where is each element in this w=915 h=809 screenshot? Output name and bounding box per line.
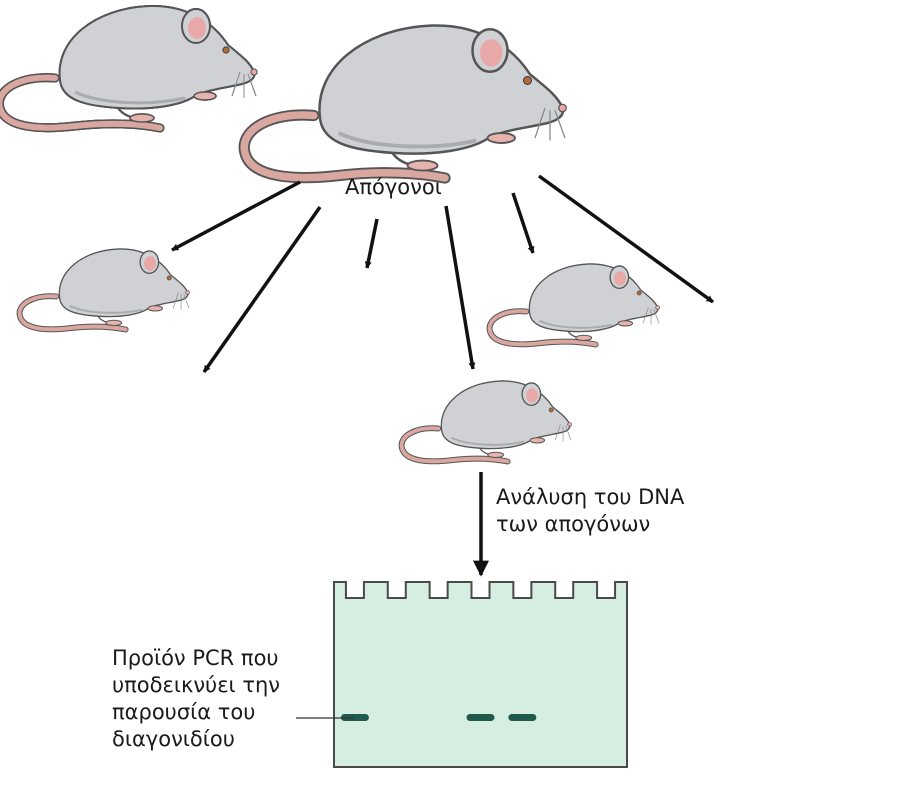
dna-analysis-line-2: των απογόνων	[496, 512, 651, 536]
arrow-icon	[511, 192, 535, 254]
gel-body	[333, 581, 628, 768]
offspring-mouse-icon	[490, 264, 660, 345]
dna-analysis-label: Ανάλυση του DNA των απογόνων	[496, 484, 684, 538]
arrow-icon	[537, 174, 715, 304]
pcr-band	[340, 714, 369, 721]
pcr-line-4: διαγονιδίου	[112, 727, 235, 751]
offspring-mouse-icon	[20, 249, 190, 330]
pcr-line-1: Προϊόν PCR που	[112, 646, 279, 670]
pcr-line-2: υποδεικνύει την	[112, 673, 281, 697]
pcr-product-label: Προϊόν PCR που υποδεικνύει την παρουσία …	[112, 645, 280, 753]
arrow-icon	[364, 218, 379, 269]
offspring-mouse-icon	[0, 6, 257, 128]
gel-icon	[333, 581, 628, 768]
pcr-line-3: παρουσία του	[112, 700, 256, 724]
offspring-label: Απόγονοι	[345, 175, 442, 199]
arrow-icon	[171, 180, 301, 252]
offspring-mouse-icon	[402, 381, 572, 462]
arrow-icon	[202, 205, 322, 374]
gel-bands	[340, 714, 537, 721]
arrow-icon	[444, 205, 476, 370]
pcr-band	[508, 714, 537, 721]
arrows	[171, 174, 715, 374]
parent-mouse-icon	[244, 25, 566, 178]
pcr-band	[466, 714, 495, 721]
dna-analysis-line-1: Ανάλυση του DNA	[496, 485, 685, 509]
